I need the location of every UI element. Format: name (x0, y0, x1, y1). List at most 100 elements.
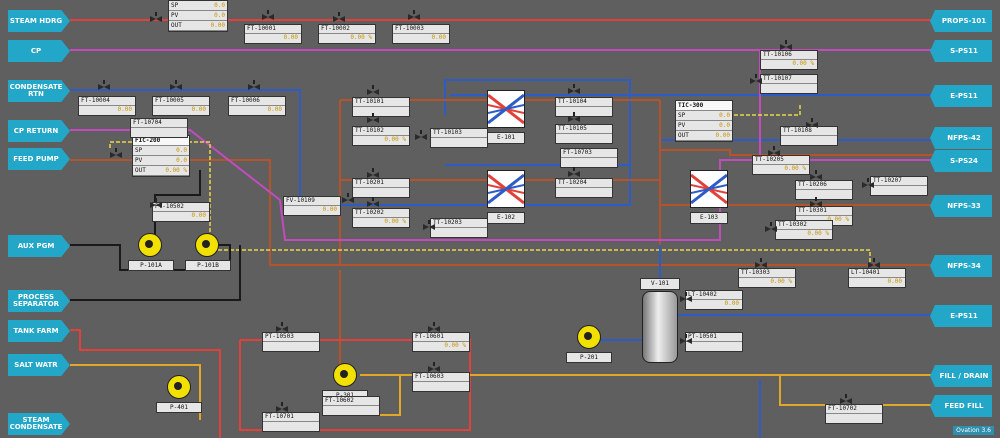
tag-tank-farm[interactable]: TANK FARM (8, 320, 70, 342)
tag-process-1[interactable]: PROPS-101 (930, 10, 992, 32)
control-valve[interactable] (868, 258, 880, 268)
readout[interactable]: TT-10201 (352, 178, 410, 198)
control-valve[interactable] (408, 10, 420, 20)
readout[interactable]: TT-10105 (555, 124, 613, 144)
control-valve[interactable] (780, 40, 792, 50)
control-valve[interactable] (276, 402, 288, 412)
readout[interactable]: FT-10703 (560, 148, 618, 168)
control-valve[interactable] (428, 362, 440, 372)
control-valve[interactable] (680, 292, 692, 302)
readout[interactable]: TT-10101 (352, 97, 410, 117)
readout[interactable]: TT-10103 (430, 128, 488, 148)
control-valve[interactable] (110, 148, 122, 158)
control-valve[interactable] (768, 146, 780, 156)
control-valve[interactable] (333, 12, 345, 22)
control-valve[interactable] (415, 130, 427, 140)
control-valve[interactable] (568, 84, 580, 94)
control-valve[interactable] (810, 197, 822, 207)
heat-exchanger-3[interactable] (690, 170, 728, 208)
readout[interactable]: TT-10206 (795, 180, 853, 200)
control-valve[interactable] (367, 113, 379, 123)
control-valve[interactable] (750, 74, 762, 84)
control-valve[interactable] (367, 168, 379, 178)
control-valve[interactable] (840, 394, 852, 404)
readout[interactable]: TT-10104 (555, 97, 613, 117)
tag-nfps34[interactable]: NFPS-34 (930, 255, 992, 277)
tag-e-ps11[interactable]: E-PS11 (930, 85, 992, 107)
readout[interactable]: FT-10701 (262, 412, 320, 432)
heat-exchanger-2[interactable] (487, 170, 525, 208)
pump-p3[interactable] (577, 325, 601, 349)
control-valve[interactable] (342, 193, 354, 203)
control-valve[interactable] (806, 118, 818, 128)
tag-cp-return[interactable]: CP RETURN (8, 120, 70, 142)
control-valve[interactable] (276, 322, 288, 332)
readout[interactable]: PT-10503 (262, 332, 320, 352)
pump-p1[interactable] (138, 233, 162, 257)
readout[interactable]: PT-10501 (685, 332, 743, 352)
tag-e-ps11-b[interactable]: E-PS11 (930, 305, 992, 327)
tag-s-ps11[interactable]: S-PS11 (930, 40, 992, 62)
readout[interactable]: TT-10204 (555, 178, 613, 198)
control-valve[interactable] (262, 10, 274, 20)
control-valve[interactable] (367, 85, 379, 95)
storage-tank[interactable] (642, 291, 678, 363)
control-valve[interactable] (423, 220, 435, 230)
tag-process-separator[interactable]: PROCESS SEPARATOR (8, 290, 70, 312)
pump-p4[interactable] (333, 363, 357, 387)
control-valve[interactable] (428, 322, 440, 332)
readout[interactable]: FT-10702 (825, 404, 883, 424)
control-valve[interactable] (367, 197, 379, 207)
control-valve[interactable] (568, 167, 580, 177)
control-valve[interactable] (755, 258, 767, 268)
control-valve[interactable] (150, 12, 162, 22)
tag-cp[interactable]: CP (8, 40, 70, 62)
tag-fill-drain[interactable]: FILL / DRAIN (930, 365, 992, 387)
tag-aux-pgm[interactable]: AUX PGM (8, 235, 70, 257)
control-valve[interactable] (810, 170, 822, 180)
tag-feed-fill[interactable]: FEED FILL (930, 395, 992, 417)
readout[interactable]: FT-10603 (412, 372, 470, 392)
control-valve[interactable] (170, 80, 182, 90)
heat-exchanger-1[interactable] (487, 90, 525, 128)
pump-p5[interactable] (167, 375, 191, 399)
tag-feed-pump[interactable]: FEED PUMP (8, 148, 70, 170)
pump-p2[interactable] (195, 233, 219, 257)
tag-nfps42[interactable]: NFPS-42 (930, 127, 992, 149)
control-valve[interactable] (150, 198, 162, 208)
control-valve[interactable] (680, 334, 692, 344)
control-valve[interactable] (765, 222, 777, 232)
readout[interactable]: TT-10203 (430, 218, 488, 238)
control-valve[interactable] (862, 178, 874, 188)
tag-condensate-rtn[interactable]: CONDENSATE RTN (8, 80, 70, 102)
tag-salt-water[interactable]: SALT WATR (8, 354, 70, 376)
control-valve[interactable] (568, 112, 580, 122)
readout[interactable]: TT-10108 (780, 126, 838, 146)
control-valve[interactable] (248, 80, 260, 90)
tag-s-ps24[interactable]: S-PS24 (930, 150, 992, 172)
readout[interactable]: FT-10602 (322, 396, 380, 416)
readout[interactable]: TT-10207 (870, 176, 928, 196)
tag-nfps33[interactable]: NFPS-33 (930, 195, 992, 217)
tag-steam-condensate[interactable]: STEAM CONDENSATE (8, 413, 70, 435)
